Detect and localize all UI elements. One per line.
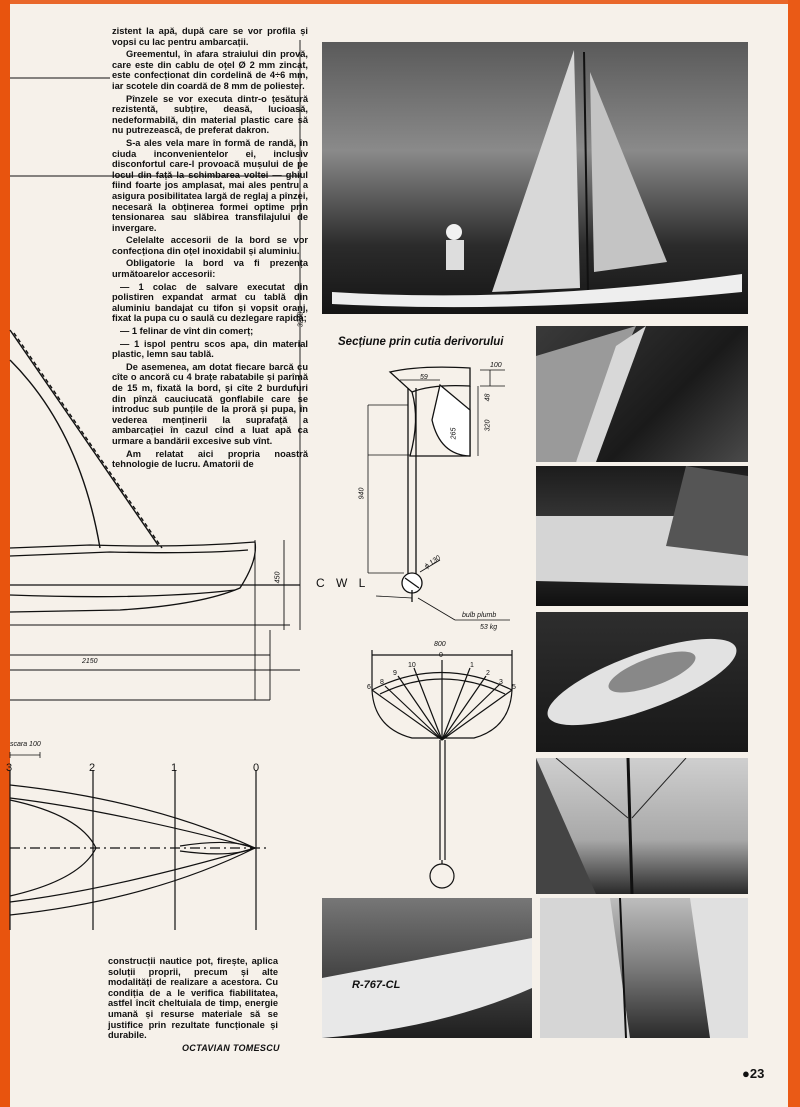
- article-paragraph: zistent la apă, după care se vor profila…: [112, 26, 308, 47]
- dim-beam: 800: [434, 641, 446, 648]
- plan-station-2: 2: [89, 762, 96, 774]
- hull-registration-number: R-767-CL: [352, 979, 401, 991]
- page-right-border: [788, 0, 800, 1107]
- article-list-item: — 1 ispol pentru scos apa, din material …: [112, 338, 308, 360]
- article-paragraph: S-a ales vela mare în formă de randă, în…: [112, 137, 308, 233]
- page-number: ●23: [742, 1066, 765, 1081]
- dim-box-top: 59: [420, 374, 428, 381]
- dim-scale-label: scara 100: [10, 741, 41, 748]
- article-paragraph: Pînzele se vor executa dintr-o țesătură …: [112, 93, 308, 136]
- article-list-item: — 1 colac de salvare executat din polist…: [112, 281, 308, 324]
- section-station-8: 8: [380, 679, 384, 686]
- photo-boat-registration: R-767-CL: [322, 898, 532, 1038]
- article-paragraph: Am relatat aici propria noastră tehnolog…: [112, 448, 308, 470]
- dim-length: 2150: [82, 658, 98, 665]
- photo-boat-overhead: [536, 612, 748, 752]
- dim-bulb-label: bulb plumb: [462, 612, 497, 619]
- dim-box-width: 100: [490, 362, 502, 369]
- dim-small-top: 48: [484, 393, 492, 402]
- section-station-6: 6: [367, 684, 371, 691]
- dim-bulb-weight: 53 kg: [480, 624, 498, 631]
- photo-mast-rigging: [536, 758, 748, 894]
- photo-hull-construction: [536, 326, 748, 462]
- section-station-1: 1: [470, 662, 474, 669]
- photo-sails-closeup: [540, 898, 748, 1038]
- dim-box-height: 320: [484, 419, 492, 432]
- section-station-5: 5: [512, 684, 516, 691]
- section-station-0: 0: [439, 652, 443, 659]
- article-paragraph: construcții nautice pot, firește, aplica…: [108, 956, 278, 1041]
- plan-station-0: 0: [253, 762, 260, 774]
- article-closing-text: construcții nautice pot, firește, aplica…: [108, 956, 278, 1041]
- article-list-item: — 1 felinar de vînt din comerț;: [120, 326, 254, 337]
- cwl-label: C W L: [316, 576, 370, 590]
- dim-waterline: 450: [274, 571, 282, 584]
- page-left-border: [0, 0, 10, 1107]
- dim-box-inner: 265: [450, 427, 458, 440]
- article-text-column: zistent la apă, după care se vor profila…: [112, 26, 308, 472]
- dim-keel-depth: 940: [358, 487, 366, 500]
- section-station-10: 10: [408, 662, 416, 669]
- section-station-2: 2: [486, 670, 490, 677]
- section-title: Secțiune prin cutia derivorului: [338, 336, 504, 348]
- plan-station-1: 1: [171, 762, 178, 774]
- plan-station-3: 3: [6, 762, 13, 774]
- photo-boat-deck: [536, 466, 748, 606]
- article-paragraph: De asemenea, am dotat fiecare barcă cu c…: [112, 361, 308, 446]
- article-paragraph: Obligatorie la bord va fi prezența următ…: [112, 258, 308, 280]
- page-top-border: [0, 0, 800, 4]
- article-paragraph: Greementul, în afara straiului din provă…: [112, 49, 308, 91]
- section-station-3: 3: [499, 679, 503, 686]
- article-author: OCTAVIAN TOMESCU: [182, 1043, 280, 1053]
- section-station-9: 9: [393, 670, 397, 677]
- photo-sailboat-on-lake: [322, 42, 748, 314]
- article-paragraph: Celelalte accesorii de la bord se vor co…: [112, 235, 308, 256]
